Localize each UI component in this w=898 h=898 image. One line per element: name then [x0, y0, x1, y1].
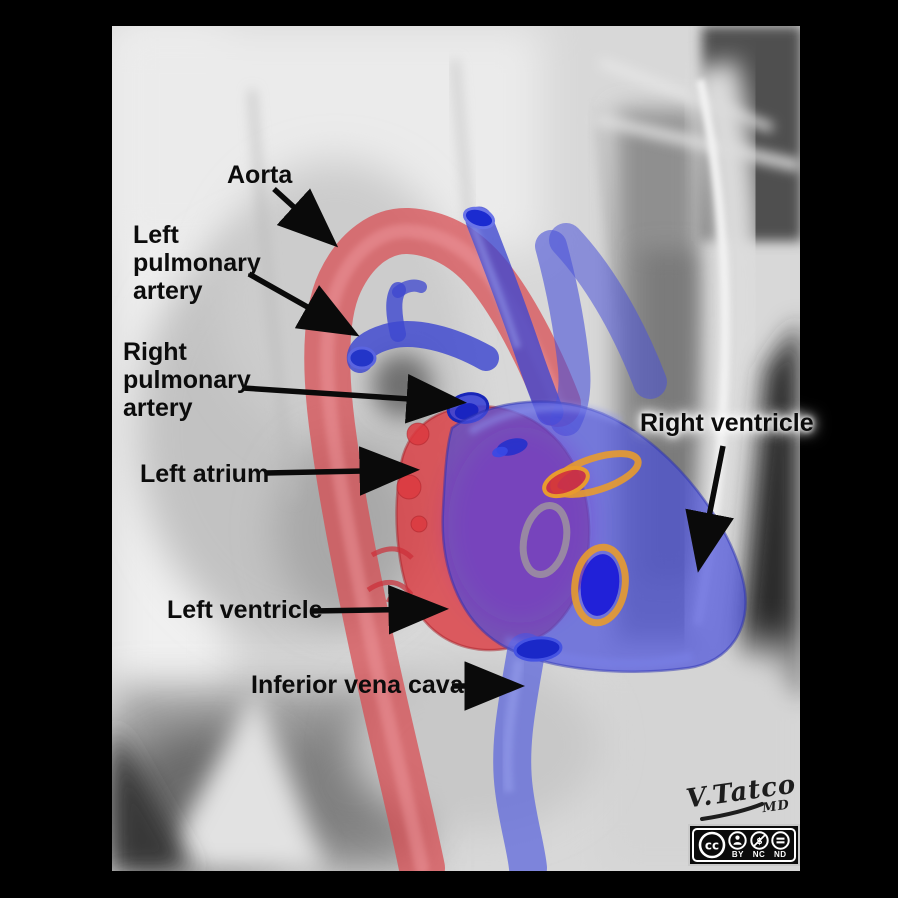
cc-by-person-icon: [728, 831, 748, 850]
label-aorta: Aorta: [227, 161, 292, 189]
label-lpa-line3: artery: [133, 277, 203, 305]
signature-credentials: MD: [761, 797, 791, 817]
label-lpa-line1: Left: [133, 221, 179, 249]
arrow-left-pulmonary-artery: [247, 271, 360, 337]
label-rpa-line1: Right: [123, 338, 187, 366]
cc-by-label: BY: [731, 850, 744, 859]
cc-nd-label: ND: [773, 850, 787, 859]
cc-nc-label: NC: [752, 850, 766, 859]
cc-license-inner: cc BY $ NC: [692, 828, 796, 862]
cc-term-nd: ND: [771, 831, 790, 859]
right-ventricle-chamber: [441, 400, 747, 673]
signature-underline: [700, 802, 764, 821]
cc-logo-icon: cc: [698, 831, 726, 859]
label-right-ventricle: Right ventricle: [640, 409, 814, 437]
left-pulmonary-artery-vessel: [346, 279, 499, 373]
label-rpa-line2: pulmonary: [123, 366, 251, 394]
arrow-right-pulmonary-artery: [242, 374, 467, 424]
label-left-atrium-line: Left atrium: [140, 460, 270, 488]
label-right-pulmonary-artery: Right pulmonary artery: [123, 338, 251, 422]
label-aorta-line: Aorta: [227, 161, 293, 189]
cc-nd-equals-icon: [771, 831, 790, 850]
cc-term-nc: $ NC: [749, 831, 769, 859]
arrow-left-ventricle: [310, 585, 449, 635]
arrow-aorta: [272, 186, 339, 248]
right-heart-outflow-vessel: [549, 223, 667, 399]
arrow-right-ventricle: [685, 445, 734, 573]
superior-vena-cava-vessel: [462, 206, 564, 426]
label-ivc-line: Inferior vena cava: [251, 671, 464, 699]
svg-text:$: $: [756, 837, 762, 847]
label-left-ventricle: Left ventricle: [167, 596, 323, 624]
label-right-ventricle-line: Right ventricle: [640, 409, 814, 437]
label-lpa-line2: pulmonary: [133, 249, 261, 277]
label-left-pulmonary-artery: Left pulmonary artery: [133, 221, 261, 305]
cc-license-badge: cc BY $ NC: [688, 824, 800, 866]
svg-text:cc: cc: [705, 839, 719, 853]
label-inferior-vena-cava: Inferior vena cava: [251, 671, 464, 699]
valve-rings: [492, 438, 642, 662]
cc-nc-no-dollar-icon: $: [749, 831, 769, 850]
arrow-left-atrium: [265, 446, 420, 496]
label-left-atrium: Left atrium: [140, 460, 269, 488]
label-left-ventricle-line: Left ventricle: [167, 596, 323, 624]
label-rpa-line3: artery: [123, 394, 193, 422]
annotation-arrows: [242, 186, 734, 711]
cc-term-by: BY: [728, 831, 748, 859]
